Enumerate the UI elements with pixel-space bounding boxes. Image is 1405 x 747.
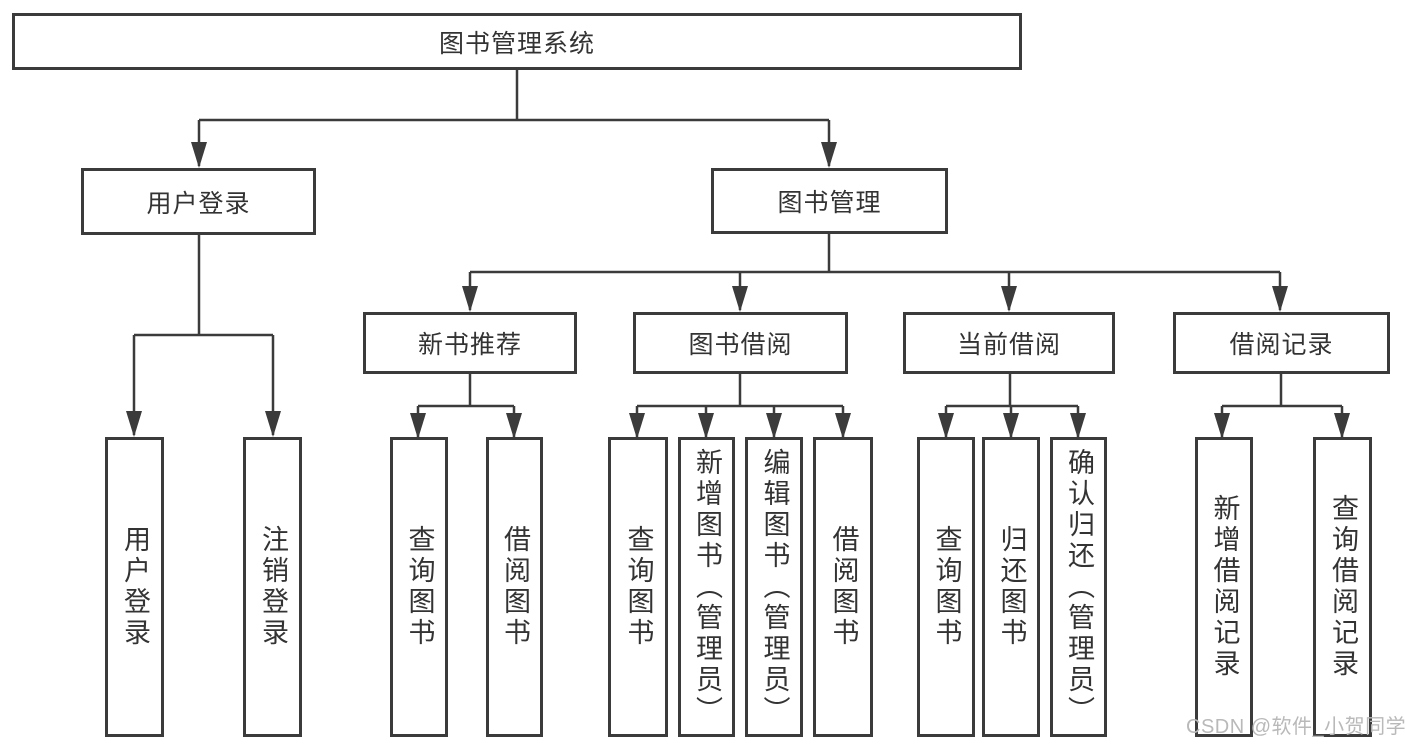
leaf-label: 借阅图书	[500, 525, 530, 649]
node-label: 图书管理系统	[438, 29, 595, 58]
node-current-borrow: 当前借阅	[903, 312, 1115, 374]
leaf-query-book-3: 查询图书	[917, 437, 975, 737]
leaf-confirm-return-admin: 确认归还（管理员）	[1050, 437, 1107, 737]
leaf-return-book: 归还图书	[982, 437, 1040, 737]
leaf-add-book-admin: 新增图书（管理员）	[678, 437, 735, 737]
leaf-edit-book-admin: 编辑图书（管理员）	[745, 437, 803, 737]
node-user-login: 用户登录	[81, 168, 316, 235]
node-label: 当前借阅	[956, 331, 1061, 359]
leaf-add-borrow-record: 新增借阅记录	[1195, 437, 1253, 737]
node-label: 图书管理	[777, 189, 882, 217]
tree-edges	[132, 70, 1344, 437]
leaf-label: 归还图书	[996, 525, 1027, 649]
node-borrow-records: 借阅记录	[1173, 312, 1390, 374]
leaf-borrow-book-1: 借阅图书	[486, 437, 543, 737]
leaf-label: 借阅图书	[828, 525, 859, 649]
node-label: 图书借阅	[688, 331, 793, 359]
leaf-label: 查询图书	[931, 525, 962, 649]
node-new-book-recommend: 新书推荐	[363, 312, 577, 374]
leaf-query-borrow-record: 查询借阅记录	[1313, 437, 1372, 737]
leaf-logout: 注销登录	[243, 437, 302, 737]
leaf-label: 用户登录	[120, 525, 150, 649]
node-library-system: 图书管理系统	[12, 13, 1022, 70]
leaf-label: 查询图书	[623, 525, 654, 649]
csdn-watermark: CSDN @软件_小贺同学	[1186, 716, 1405, 738]
leaf-label: 查询图书	[404, 525, 435, 649]
leaf-borrow-book-2: 借阅图书	[813, 437, 873, 737]
node-book-management: 图书管理	[711, 168, 948, 234]
leaf-label: 编辑图书（管理员）	[759, 447, 790, 727]
node-label: 借阅记录	[1229, 331, 1334, 359]
leaf-label: 新增借阅记录	[1209, 494, 1240, 680]
node-book-borrow: 图书借阅	[633, 312, 848, 374]
leaf-label: 查询借阅记录	[1328, 494, 1358, 680]
node-label: 用户登录	[146, 189, 251, 218]
leaf-label: 注销登录	[258, 525, 288, 649]
leaf-user-login: 用户登录	[105, 437, 164, 737]
leaf-query-book-2: 查询图书	[608, 437, 668, 737]
node-label: 新书推荐	[417, 331, 522, 359]
leaf-label: 新增图书（管理员）	[692, 447, 722, 727]
leaf-query-book-1: 查询图书	[390, 437, 448, 737]
leaf-label: 确认归还（管理员）	[1064, 447, 1094, 727]
